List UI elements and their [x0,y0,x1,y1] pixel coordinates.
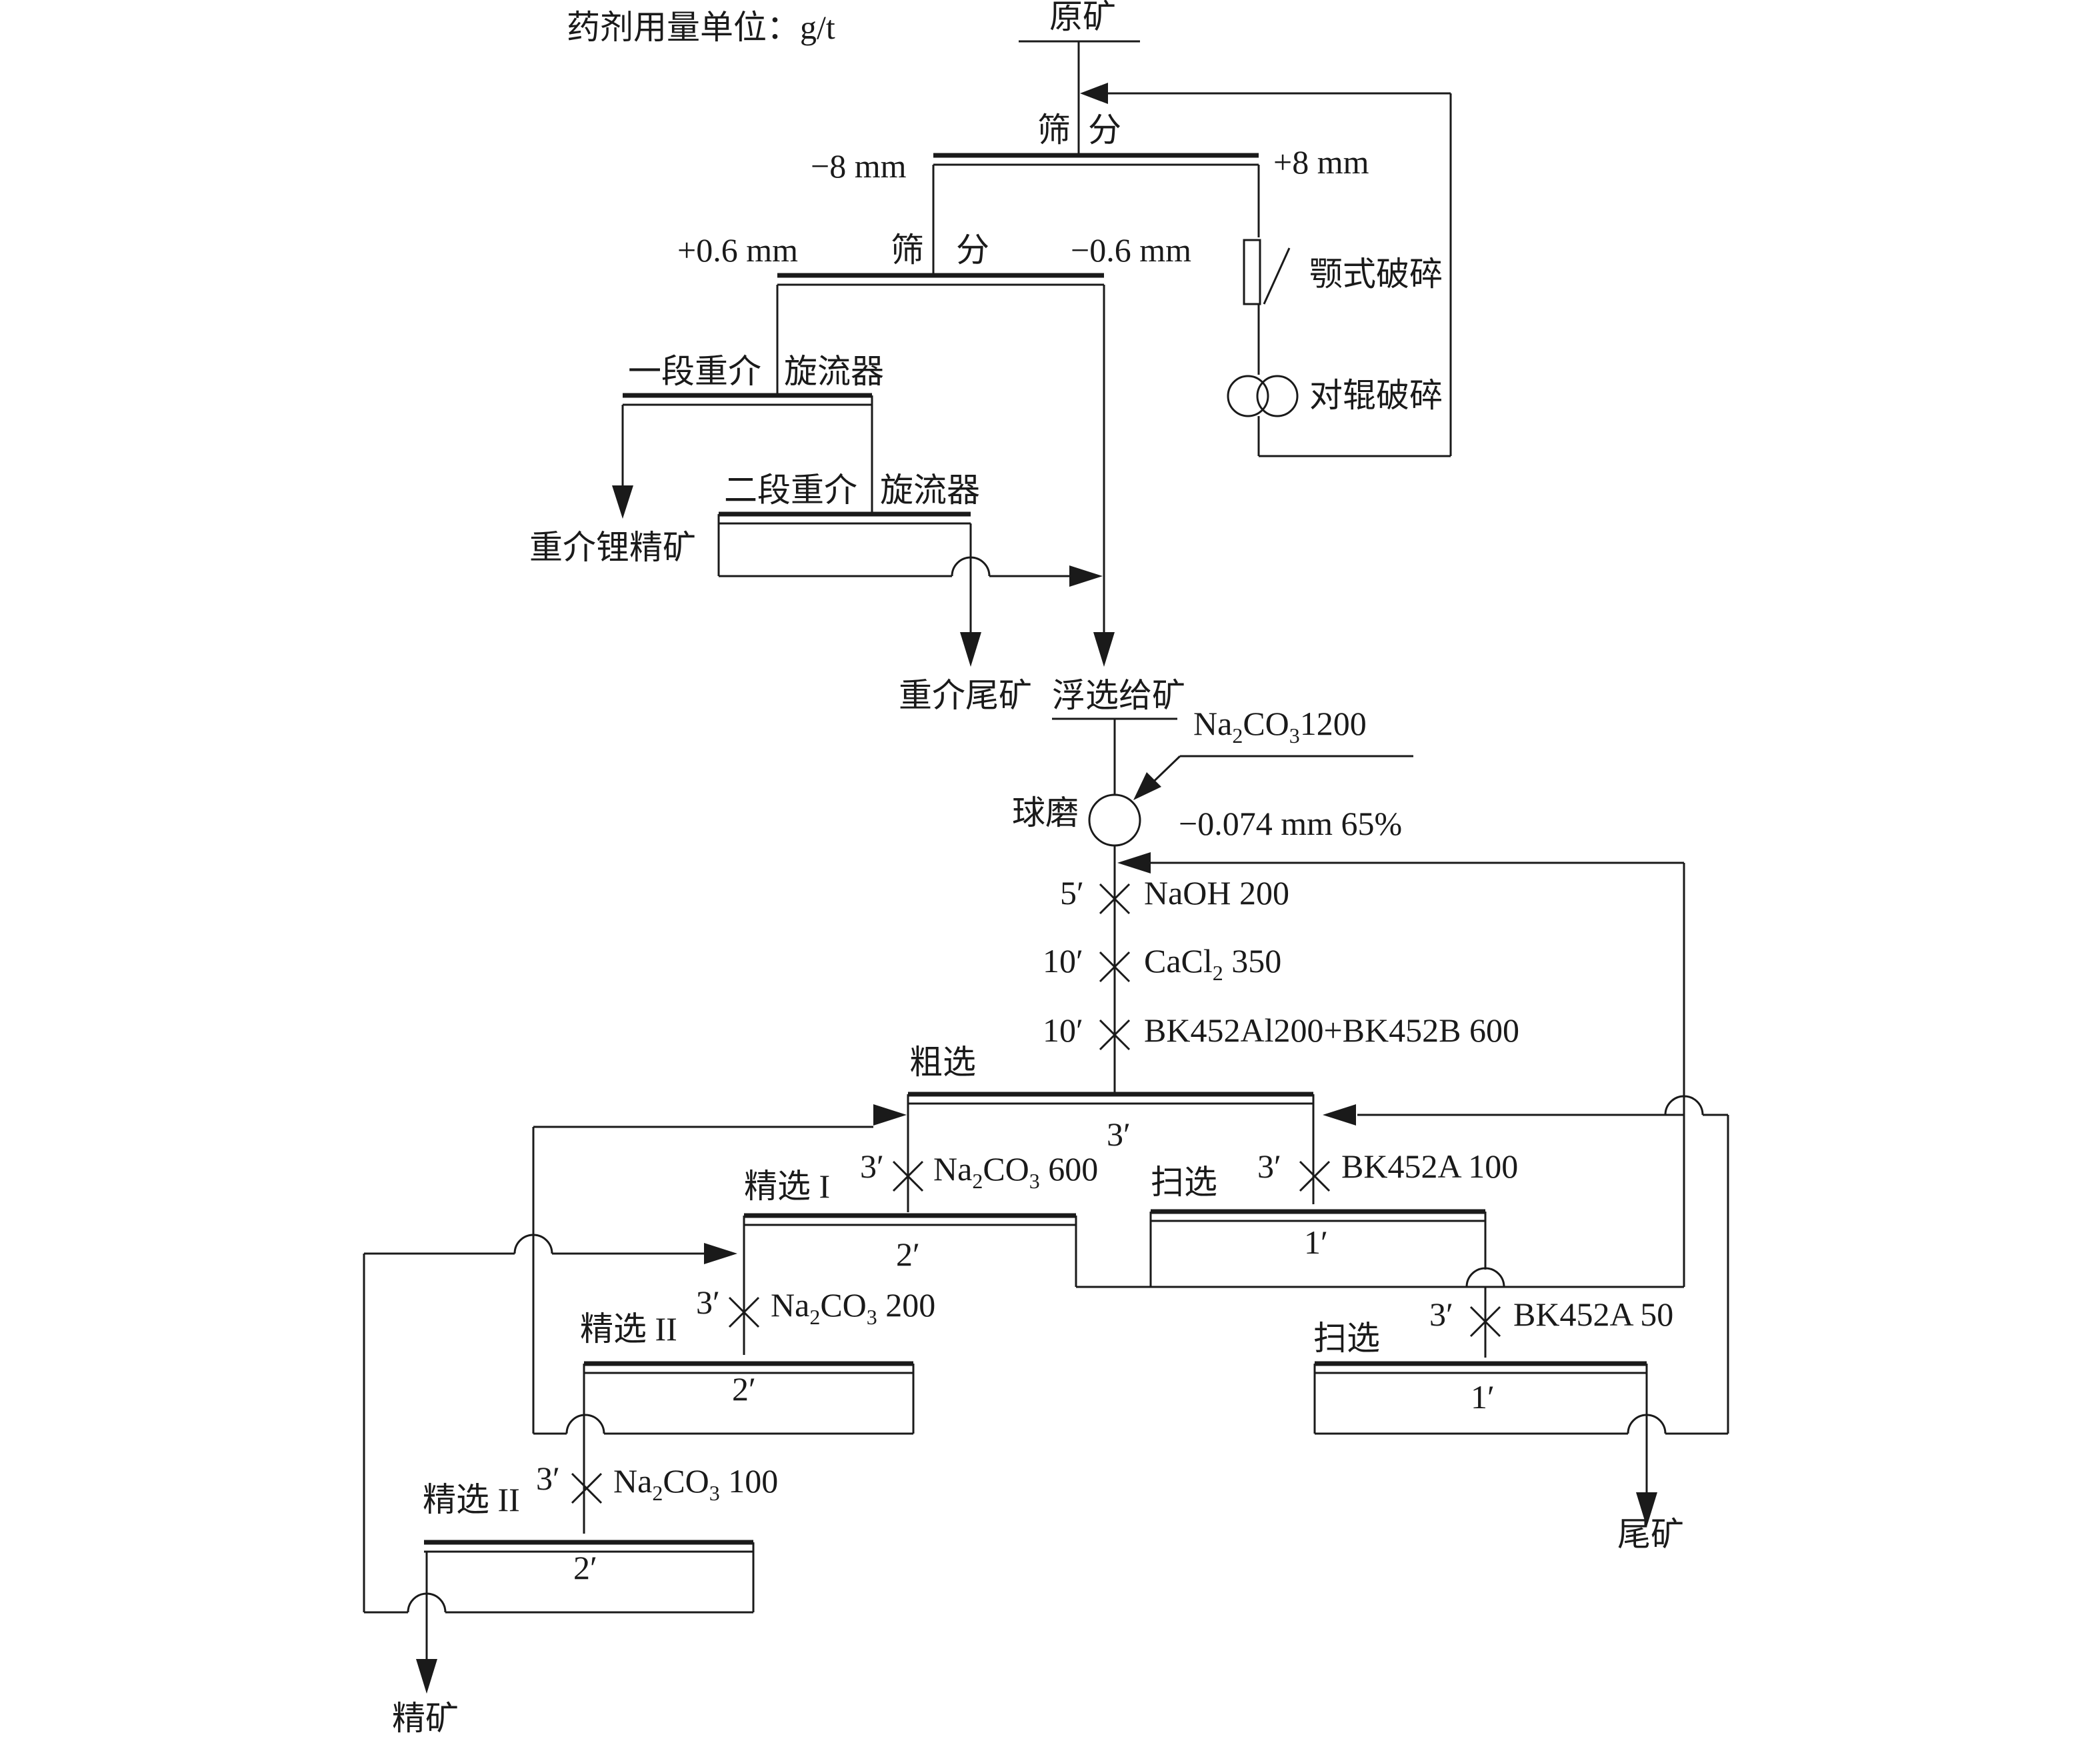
dense-media-circuit [612,285,1103,667]
cleaner1-cross [892,1160,924,1192]
crushing-circuit [1080,83,1452,457]
dm-concentrate-label: 重介锂精矿 [529,529,696,566]
screen1-label-left: 筛 [1037,111,1071,149]
grinding-label: 球磨 [1012,794,1079,831]
conditioning-reagent-3: BK452Al200+BK452B 600 [1144,1012,1519,1049]
conditioning-reagent-2: CaCl2 350 [1144,942,1281,985]
scavenger2-cond-time: 3′ [1429,1296,1453,1333]
scavenger2-cross [1469,1306,1501,1338]
cleaner1-time: 2′ [896,1236,920,1273]
dm-stage2-label-right: 旋流器 [880,471,980,509]
conditioning-time-1: 5′ [1060,874,1084,912]
screen1-oversize-label: +8 mm [1273,143,1369,181]
screen1-label-right: 分 [1088,111,1121,149]
rougher-time: 3′ [1107,1116,1131,1153]
conditioning-cross-1 [1099,883,1131,915]
final-concentrate-label: 精矿 [392,1700,459,1737]
conditioning-reagent-1: NaOH 200 [1144,874,1289,912]
cleaner2-time: 2′ [732,1370,756,1408]
cleaner2-cell [532,1126,915,1534]
cleaner3-cell [363,1234,755,1694]
scavenger1-cond-time: 3′ [1257,1148,1281,1185]
jaw-crusher-icon [1243,239,1261,305]
second-screen [777,165,1115,667]
scavenger2-label: 扫选 [1313,1320,1380,1357]
conditioning-time-3: 10′ [1043,1012,1083,1049]
flotation-feed-label: 浮选给矿 [1052,677,1185,714]
cleaner2-cross [728,1296,760,1328]
dm-tailings-label: 重介尾矿 [899,677,1032,714]
dm-stage2-label-left: 二段重介 [724,471,857,509]
grinding-section [1052,717,1413,1094]
rougher-label: 粗选 [909,1044,976,1081]
cleaner1-label: 精选 I [744,1168,830,1205]
scavenger2-time: 1′ [1471,1378,1495,1416]
scavenger1-cell [1149,1160,1505,1358]
scavenger2-reagent: BK452A 50 [1513,1296,1673,1333]
conditioning-time-2: 10′ [1043,942,1083,980]
cleaner2-reagent: Na2CO3 200 [771,1286,935,1329]
scavenger1-label: 扫选 [1151,1164,1217,1201]
cleaner1-cell [704,1160,1684,1355]
conditioning-cross-3 [1099,1019,1131,1051]
feed-section [933,40,1259,166]
scavenger1-cross [1299,1160,1331,1192]
cleaner3-cond-time: 3′ [536,1460,560,1497]
screen2-oversize-label: +0.6 mm [677,231,798,269]
feed-label: 原矿 [1049,0,1116,35]
scavenger1-reagent: BK452A 100 [1341,1148,1518,1185]
cleaner1-reagent: Na2CO3 600 [933,1150,1098,1193]
grinding-fineness: −0.074 mm 65% [1179,805,1402,842]
roll-crusher-icon [1227,375,1299,417]
ball-mill-icon [1088,793,1141,847]
cleaner1-cond-time: 3′ [860,1148,884,1185]
cleaner3-label: 精选 II [423,1481,520,1518]
middlings-recycle [1117,852,1685,1287]
roll-crusher-label: 对辊破碎 [1309,377,1443,414]
rougher-cell [873,1092,1356,1212]
scavenger2-cell [1313,1095,1729,1527]
conditioning-cross-2 [1099,951,1131,983]
dm-stage1-label-right: 旋流器 [784,353,884,390]
cleaner2-cond-time: 3′ [696,1284,720,1321]
screen2-undersize-label: −0.6 mm [1071,231,1191,269]
cleaner2-label: 精选 II [580,1310,677,1348]
screen1-undersize-label: −8 mm [811,147,907,185]
cleaner3-reagent: Na2CO3 100 [613,1462,778,1505]
jaw-crusher-label: 颚式破碎 [1309,255,1443,293]
scavenger1-time: 1′ [1304,1224,1328,1261]
screen2-label-left: 筛 [891,231,924,269]
conditioning-marks [1099,883,1131,1051]
screen2-label-right: 分 [956,231,989,269]
cleaner3-time: 2′ [573,1549,597,1586]
cleaner3-cross [571,1472,603,1504]
dm-stage1-label-left: 一段重介 [628,353,761,390]
grinding-reagent: Na2CO31200 [1193,705,1367,747]
final-tailings-label: 尾矿 [1617,1516,1684,1553]
units-note: 药剂用量单位：g/t [567,9,835,46]
